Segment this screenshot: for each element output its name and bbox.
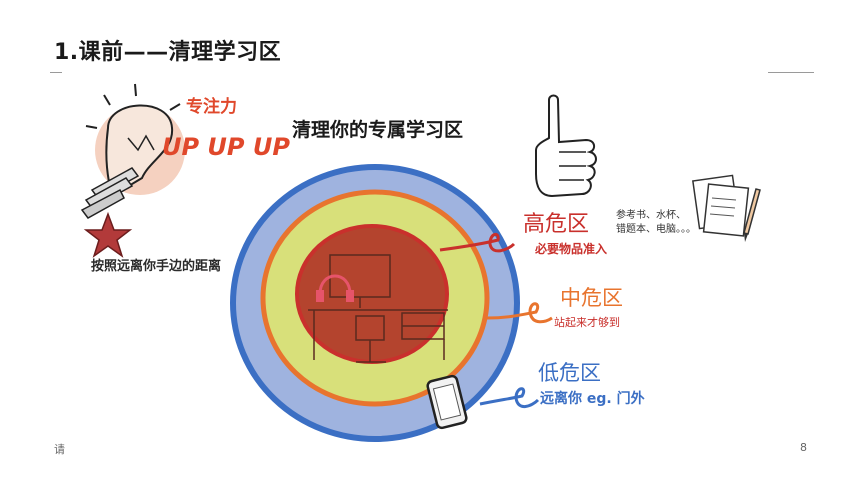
phone-icon (426, 374, 468, 430)
pencil-icon (743, 188, 761, 242)
high-zone-items-line2: 错题本、电脑。。。 (616, 224, 696, 235)
high-zone-items-line1: 参考书、水杯、 (616, 210, 686, 221)
upup-label: UP UP UP (162, 133, 290, 161)
footer-text: 请 (54, 443, 65, 456)
focus-label: 专注力 (186, 97, 237, 117)
high-zone-subtitle: 必要物品准入 (535, 242, 608, 256)
thumbs-up-hand-icon (535, 94, 597, 198)
desk-icon (308, 254, 448, 363)
high-zone-items: 参考书、水杯、 错题本、电脑。。。 (616, 209, 696, 237)
low-zone-connector (479, 387, 540, 408)
slide-title: 1.课前——清理学习区 (54, 40, 282, 65)
title-rule-left (50, 72, 62, 73)
mid-zone-subtitle: 站起来才够到 (554, 316, 620, 329)
mid-zone-connector (486, 302, 553, 324)
zone-rings (230, 164, 520, 442)
distance-label: 按照远离你手边的距离 (91, 259, 222, 274)
page-number: 8 (800, 441, 807, 454)
low-zone-title: 低危区 (538, 361, 601, 385)
high-zone-title: 高危区 (523, 212, 590, 237)
headphones-icon (316, 274, 354, 302)
low-zone-subtitle: 远离你 eg. 门外 (540, 391, 645, 407)
clean-study-area-title: 清理你的专属学习区 (292, 119, 464, 141)
mid-zone-title: 中危区 (560, 286, 623, 310)
notes-icon (692, 174, 750, 237)
lightbulb-icon (80, 83, 185, 219)
star-icon (83, 211, 133, 258)
title-rule-right (768, 72, 814, 73)
high-zone-connector (439, 233, 516, 253)
